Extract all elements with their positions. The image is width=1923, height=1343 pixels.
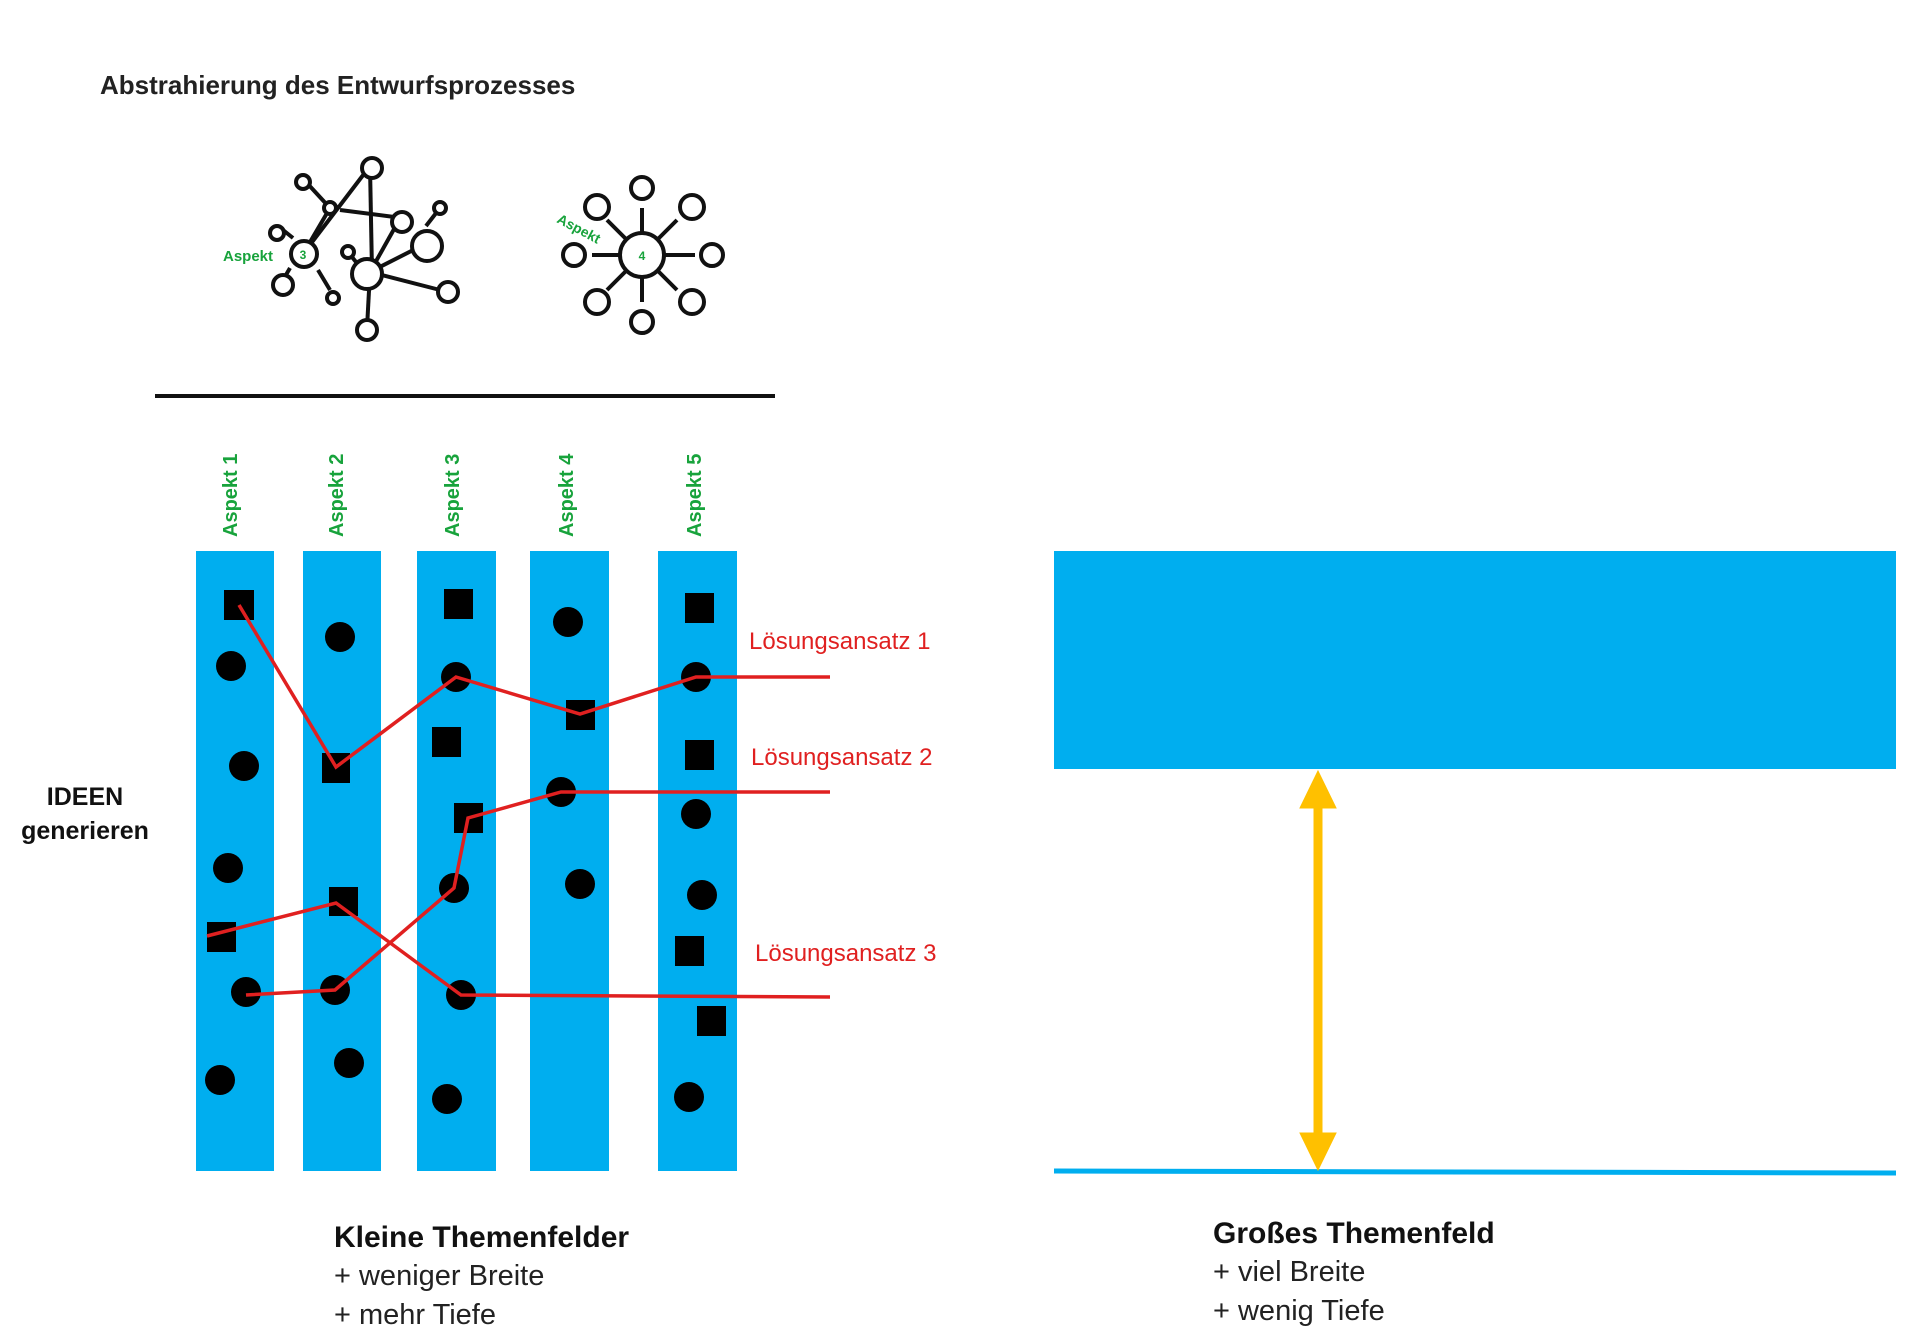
depth-double-arrow xyxy=(1299,769,1337,1172)
idea-dot xyxy=(553,607,583,637)
idea-dot xyxy=(231,977,261,1007)
big-field-title: Großes Themenfeld xyxy=(1213,1217,1495,1250)
solution-label-3: Lösungsansatz 3 xyxy=(755,940,937,967)
idea-dot xyxy=(216,651,246,681)
small-fields-line1: + weniger Breite xyxy=(334,1260,545,1292)
idea-dot xyxy=(334,1048,364,1078)
idea-square xyxy=(685,740,714,770)
page-title: Abstrahierung des Entwurfsprozesses xyxy=(100,70,576,100)
hub-icon xyxy=(561,175,725,335)
big-topic-field xyxy=(1054,551,1896,769)
network-aspect-label: Aspekt xyxy=(223,248,273,265)
solution-label-2: Lösungsansatz 2 xyxy=(751,744,933,771)
hub-aspect-number: 4 xyxy=(639,249,646,263)
idea-dot xyxy=(687,880,717,910)
big-field-line1: + viel Breite xyxy=(1213,1256,1366,1288)
ideas-label-line1: IDEEN xyxy=(46,783,124,811)
idea-dot xyxy=(213,853,243,883)
solution-path-2 xyxy=(245,790,830,997)
idea-square xyxy=(432,727,461,757)
idea-markers xyxy=(205,589,726,1114)
idea-square xyxy=(444,589,473,619)
idea-dot xyxy=(205,1065,235,1095)
aspect-columns xyxy=(196,551,737,1171)
solution-path-3 xyxy=(206,901,831,999)
network-icon xyxy=(268,156,460,342)
aspect-label-4: Aspekt 4 xyxy=(556,453,578,537)
idea-dot xyxy=(674,1082,704,1112)
aspect-label-3: Aspekt 3 xyxy=(442,453,464,537)
idea-square xyxy=(329,887,358,916)
aspect-column-5 xyxy=(658,551,737,1171)
aspect-column-4 xyxy=(530,551,609,1171)
aspect-label-1: Aspekt 1 xyxy=(220,453,242,537)
idea-dot xyxy=(432,1084,462,1114)
idea-dot xyxy=(565,869,595,899)
idea-dot xyxy=(325,622,355,652)
idea-square xyxy=(207,922,236,952)
network-aspect-number: 3 xyxy=(300,248,307,262)
idea-square xyxy=(675,936,704,966)
solution-label-1: Lösungsansatz 1 xyxy=(749,628,931,655)
aspect-column-3 xyxy=(417,551,496,1171)
big-field-line2: + wenig Tiefe xyxy=(1213,1295,1385,1327)
ideas-label-line2: generieren xyxy=(21,817,149,845)
idea-square xyxy=(697,1006,726,1036)
solution-path-1 xyxy=(237,604,830,770)
big-field-baseline xyxy=(1053,1168,1897,1176)
idea-dot xyxy=(229,751,259,781)
aspect-label-5: Aspekt 5 xyxy=(684,453,706,537)
small-fields-line2: + mehr Tiefe xyxy=(334,1299,496,1331)
ideas-generate-label: IDEEN generieren xyxy=(10,780,160,848)
idea-dot xyxy=(681,799,711,829)
small-fields-title: Kleine Themenfelder xyxy=(334,1221,630,1254)
aspect-label-2: Aspekt 2 xyxy=(326,453,348,537)
idea-square xyxy=(685,593,714,623)
